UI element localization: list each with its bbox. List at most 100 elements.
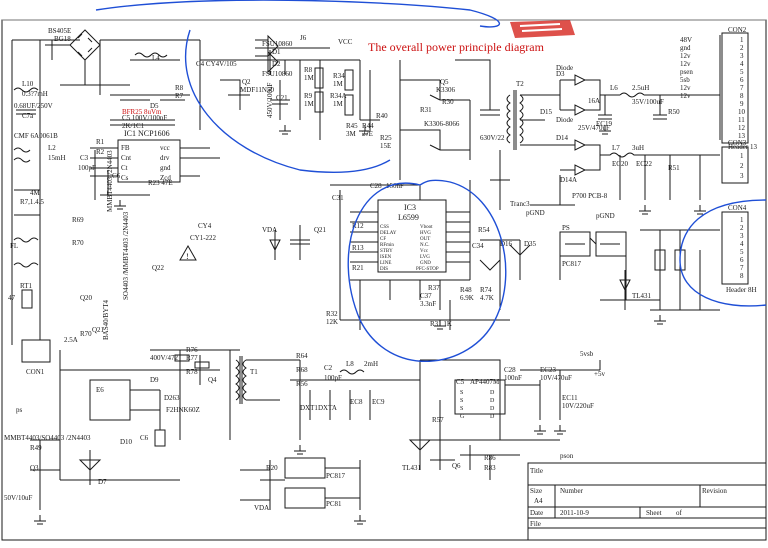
sb-c6v: 400V/472	[150, 354, 179, 362]
label-q20: Q20	[80, 294, 93, 302]
ic1-c4: 2K/1C1	[122, 122, 145, 130]
label-q22: Q22	[152, 264, 165, 272]
con3-pin-3: 3	[740, 172, 744, 180]
label-cmf: CMF 6A0061B	[14, 132, 58, 140]
con4-pin-3: 3	[740, 232, 744, 240]
tb-file-label: File	[530, 520, 541, 528]
tb-date: 2011-10-9	[560, 509, 589, 517]
sb-c5-pin5: S	[460, 406, 463, 412]
tb-size: A4	[534, 497, 543, 505]
pfc-r34-val: 1M	[333, 80, 344, 88]
ic3-r48: R48	[460, 286, 472, 294]
ic3-c34: C34	[472, 242, 484, 250]
con3-pin-1: 1	[740, 152, 744, 160]
con2-pin-13: 13	[738, 132, 746, 140]
sb-r86: R86	[484, 454, 496, 462]
ic3-pin-r3: OUT	[420, 237, 430, 242]
sb-c5: C5	[456, 378, 465, 386]
res-r25: R25	[380, 134, 392, 142]
out-l7-val: 3uH	[632, 144, 644, 152]
pfc-fr2: FSU10860	[262, 70, 293, 78]
ic3-y4-val: CY1-222	[190, 234, 217, 242]
res-c30: 630V/22	[480, 134, 505, 142]
sb-r78: R78	[186, 368, 198, 376]
pfc-j6: J6	[300, 34, 307, 42]
sb-tl43: TL431	[402, 464, 422, 472]
res-t2: T2	[516, 80, 524, 88]
sb-c5v: AP4407M	[470, 378, 500, 386]
out-d3-val: Diode	[556, 64, 573, 72]
ic1-pin-r1: vcc	[160, 144, 170, 152]
sb-c5-pin1: S	[460, 390, 463, 396]
label-rt1-val: 47	[8, 294, 16, 302]
annotation-con4-loop	[679, 199, 767, 307]
ic1-pin-l3: Ct	[121, 164, 128, 172]
con2-label-2: gnd	[680, 44, 691, 52]
sb-5v: +5v	[594, 370, 605, 378]
ic3-pin-r2: HVG	[420, 231, 431, 236]
ic3-pin-l3: CF	[380, 237, 386, 242]
con2-label-6: 5sb	[680, 76, 690, 84]
ic3-pin-l5: STBY	[380, 249, 393, 254]
con2-pin-5: 5	[740, 68, 744, 76]
ic3-r74: R74	[480, 286, 492, 294]
out-35v: 35V/100uF	[632, 98, 664, 106]
con2-pin-2: 2	[740, 44, 744, 52]
labels-resonant: Q5 K3306 R30 R31 R40 R45 3M R44 2?E R25 …	[346, 78, 545, 217]
res-r25-val: 15E	[380, 142, 391, 150]
label-rt-id: R7,1.4.5	[20, 198, 44, 206]
out-d15-val: Diode	[556, 116, 573, 124]
pfc-c21-val: 450V/100uF	[266, 83, 274, 119]
ic1-name: IC1 NCP1606	[124, 129, 170, 138]
sb-ec23v: 10V/470uF	[540, 374, 572, 382]
con4-pin-7: 7	[740, 264, 744, 272]
res-r45: R45	[346, 122, 358, 130]
con2-footer: Header 13	[728, 143, 757, 151]
tb-title-label: Title	[530, 467, 543, 475]
ic3-pin-l2: DELAY	[380, 231, 397, 236]
labels-pfc: C4 CY4V/105 J6 VCC FSU10860 FSU10860 D1 …	[196, 34, 353, 118]
ic3-d16: D16	[500, 240, 513, 248]
sb-ec11v: 10V/220uF	[562, 402, 594, 410]
out-d3: D3	[556, 70, 565, 78]
con2-pin-10: 10	[738, 108, 746, 116]
pfc-r8: R8	[304, 66, 313, 74]
sb-f2hnk: F2HNK60Z	[166, 406, 200, 414]
label-bridge: BS405E	[48, 27, 71, 35]
svg-text:!: !	[186, 252, 189, 261]
ic1-r7: R7	[175, 92, 184, 100]
ic3-pin-r1: Vboot	[420, 225, 433, 230]
ic3-c31: C31	[332, 194, 344, 202]
tb-date-label: Date	[530, 509, 543, 517]
sb-vda: VDA	[254, 504, 269, 512]
ic3-pin-r8: PFC-STOP	[416, 267, 439, 272]
annotation-marks	[95, 0, 767, 363]
ic1-bfsd: BFR25 8uVm	[122, 108, 162, 116]
ic1-pin-r2: drv	[160, 154, 170, 162]
ic3-pin-l8: DIS	[380, 267, 388, 272]
sb-r20: R20	[266, 464, 278, 472]
pfc-c4x: C4 CY4V/105	[196, 60, 237, 68]
res-pgnd: pGND	[526, 209, 545, 217]
con4-pin-1: 1	[740, 216, 744, 224]
sb-dxtv: DXTA	[318, 404, 337, 412]
label-bst: BAS40/BYT4	[102, 299, 110, 340]
con2-pin-9: 9	[740, 100, 744, 108]
sb-r64: R64	[296, 352, 308, 360]
res-r45-val: 3M	[346, 130, 357, 138]
ic3-pin-r4: N.C.	[420, 243, 429, 248]
label-l2-val: 15mH	[48, 154, 66, 162]
label-mmbt: MMBT4403 /2N4403	[106, 150, 114, 212]
label-r69: R69	[72, 216, 84, 224]
pfc-q2: Q2	[242, 78, 251, 86]
label-q21: Q21	[92, 326, 105, 334]
labels-ic1: IC1 NCP1606 FB Cnt Ct Cs vcc drv gnd Zcd…	[78, 54, 184, 187]
sb-dxt: DXT1	[300, 404, 318, 412]
ic3-vda: VDA	[262, 226, 277, 234]
sb-r70: R70	[80, 330, 92, 338]
ic3-c37-val: 3.3nF	[420, 300, 436, 308]
ic3-r32-val: 12K	[326, 318, 338, 326]
con4-footer: Header 8H	[726, 286, 757, 294]
pfc-fr1: FSU10860	[262, 40, 293, 48]
ic3-pin-r7: GND	[420, 261, 431, 266]
